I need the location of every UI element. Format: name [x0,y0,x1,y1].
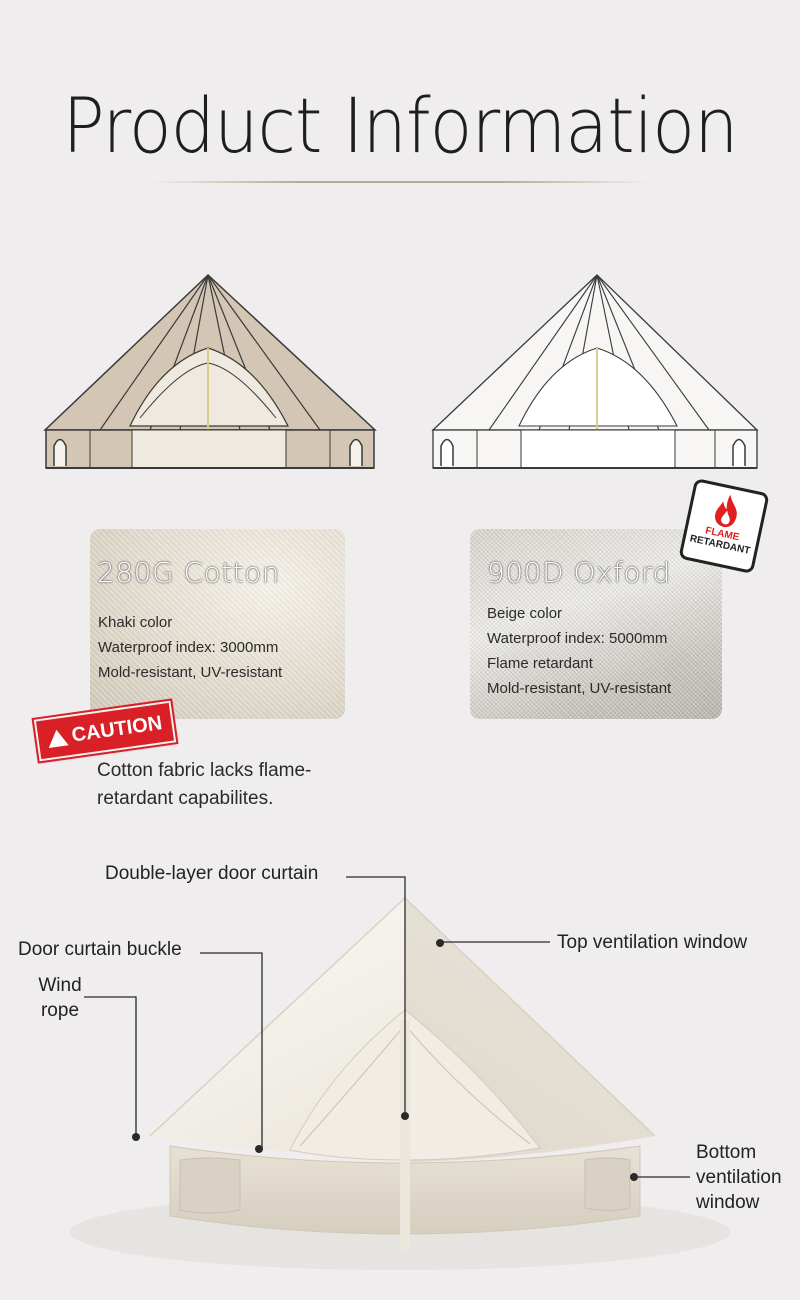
cotton-spec-list: Khaki color Waterproof index: 3000mm Mol… [98,610,282,685]
callout-top-vent: Top ventilation window [557,932,748,953]
fabric-name-cotton: 280G Cotton [97,556,281,589]
warning-icon [46,727,69,748]
callout-door-curtain: Double-layer door curtain [105,863,319,884]
khaki-tent-diagram [43,273,377,469]
oxford-fabric-swatch [470,529,722,719]
cotton-spec-waterproof: Waterproof index: 3000mm [98,639,279,656]
cotton-fabric-swatch [90,529,345,719]
oxford-spec-waterproof: Waterproof index: 5000mm [487,630,668,647]
callout-door-buckle: Door curtain buckle [18,939,182,960]
oxford-spec-flame: Flame retardant [487,655,593,672]
oxford-spec-color: Beige color [487,605,563,622]
callout-wind-rope: Wind rope [38,975,82,1021]
flame-icon [715,494,737,528]
caution-badge: CAUTION [31,697,179,765]
fabric-name-oxford: 900D Oxford [487,556,671,589]
caution-badge-label: CAUTION [70,711,164,747]
title-divider [150,181,650,183]
tent-photo [70,876,730,1270]
cotton-spec-color: Khaki color [98,614,173,631]
caution-note: Cotton fabric lacks flame-retardant capa… [97,760,312,809]
oxford-spec-resistance: Mold-resistant, UV-resistant [487,680,672,697]
beige-tent-diagram [431,274,759,469]
oxford-spec-list: Beige color Waterproof index: 5000mm Fla… [487,601,671,701]
flame-retardant-badge: FLAME RETARDANT [678,477,770,575]
callout-bottom-vent: Bottom ventilation window [696,1142,782,1213]
cotton-spec-resistance: Mold-resistant, UV-resistant [98,664,283,681]
page-title: Product Information [62,81,739,170]
